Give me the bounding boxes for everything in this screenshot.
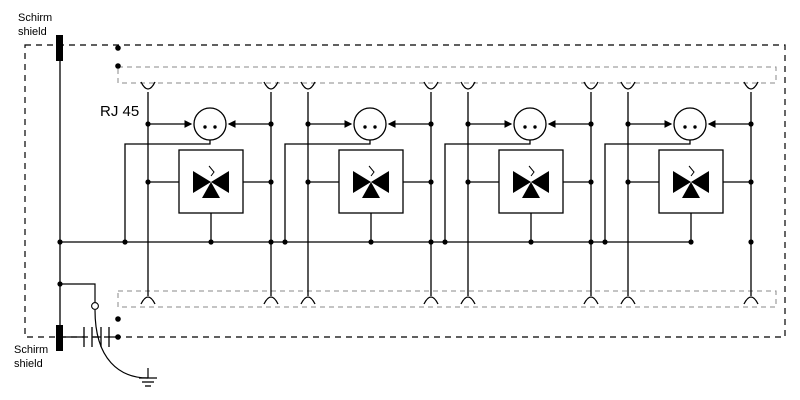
module-3 bbox=[442, 81, 599, 305]
earth-switch-contact bbox=[91, 302, 99, 310]
terminal-cup-icon bbox=[263, 296, 279, 305]
rj45-connector-icon bbox=[513, 107, 547, 141]
shield-bottom-label-de: Schirm bbox=[14, 344, 49, 356]
top-shield-bar bbox=[117, 66, 777, 84]
module-1 bbox=[122, 81, 279, 305]
terminal-cup-icon bbox=[300, 81, 316, 90]
terminal-cup-icon bbox=[263, 81, 279, 90]
protection-element-box bbox=[338, 149, 404, 214]
terminal-cup-icon bbox=[460, 296, 476, 305]
rj45-connector-icon bbox=[193, 107, 227, 141]
module-4 bbox=[602, 81, 759, 305]
shield-bottom-terminal bbox=[56, 325, 63, 351]
terminal-cup-icon bbox=[460, 81, 476, 90]
rj45-label: RJ 45 bbox=[100, 103, 140, 120]
shield-top-terminal bbox=[56, 35, 63, 61]
bidirectional-diode-icon bbox=[513, 165, 549, 198]
module-2 bbox=[282, 81, 439, 305]
terminal-cup-icon bbox=[620, 296, 636, 305]
terminal-cup-icon bbox=[583, 296, 599, 305]
bidirectional-diode-icon bbox=[193, 165, 229, 198]
terminal-cup-icon bbox=[300, 296, 316, 305]
earth-icon bbox=[139, 368, 157, 387]
terminal-cup-icon bbox=[620, 81, 636, 90]
terminal-cup-icon bbox=[743, 81, 759, 90]
terminal-cup-icon bbox=[743, 296, 759, 305]
terminal-cup-icon bbox=[140, 296, 156, 305]
bottom-shield-bar bbox=[117, 290, 777, 308]
protection-element-box bbox=[178, 149, 244, 214]
rj45-connector-icon bbox=[673, 107, 707, 141]
shield-top-label-de: Schirm bbox=[18, 12, 53, 24]
earth-branch bbox=[60, 283, 96, 302]
terminal-cup-icon bbox=[423, 81, 439, 90]
terminal-cup-icon bbox=[423, 296, 439, 305]
earth-lead bbox=[94, 309, 149, 379]
terminal-cup-icon bbox=[583, 81, 599, 90]
terminal-cup-icon bbox=[140, 81, 156, 90]
protection-element-box bbox=[498, 149, 564, 214]
enclosure-outline bbox=[24, 44, 786, 338]
capacitor-icon bbox=[63, 327, 118, 347]
bidirectional-diode-icon bbox=[673, 165, 709, 198]
protection-element-box bbox=[658, 149, 724, 214]
shield-top-label-en: shield bbox=[18, 26, 47, 38]
bidirectional-diode-icon bbox=[353, 165, 389, 198]
shield-bottom-label-en: shield bbox=[14, 358, 43, 370]
rj45-connector-icon bbox=[353, 107, 387, 141]
protection-modules bbox=[122, 81, 759, 305]
